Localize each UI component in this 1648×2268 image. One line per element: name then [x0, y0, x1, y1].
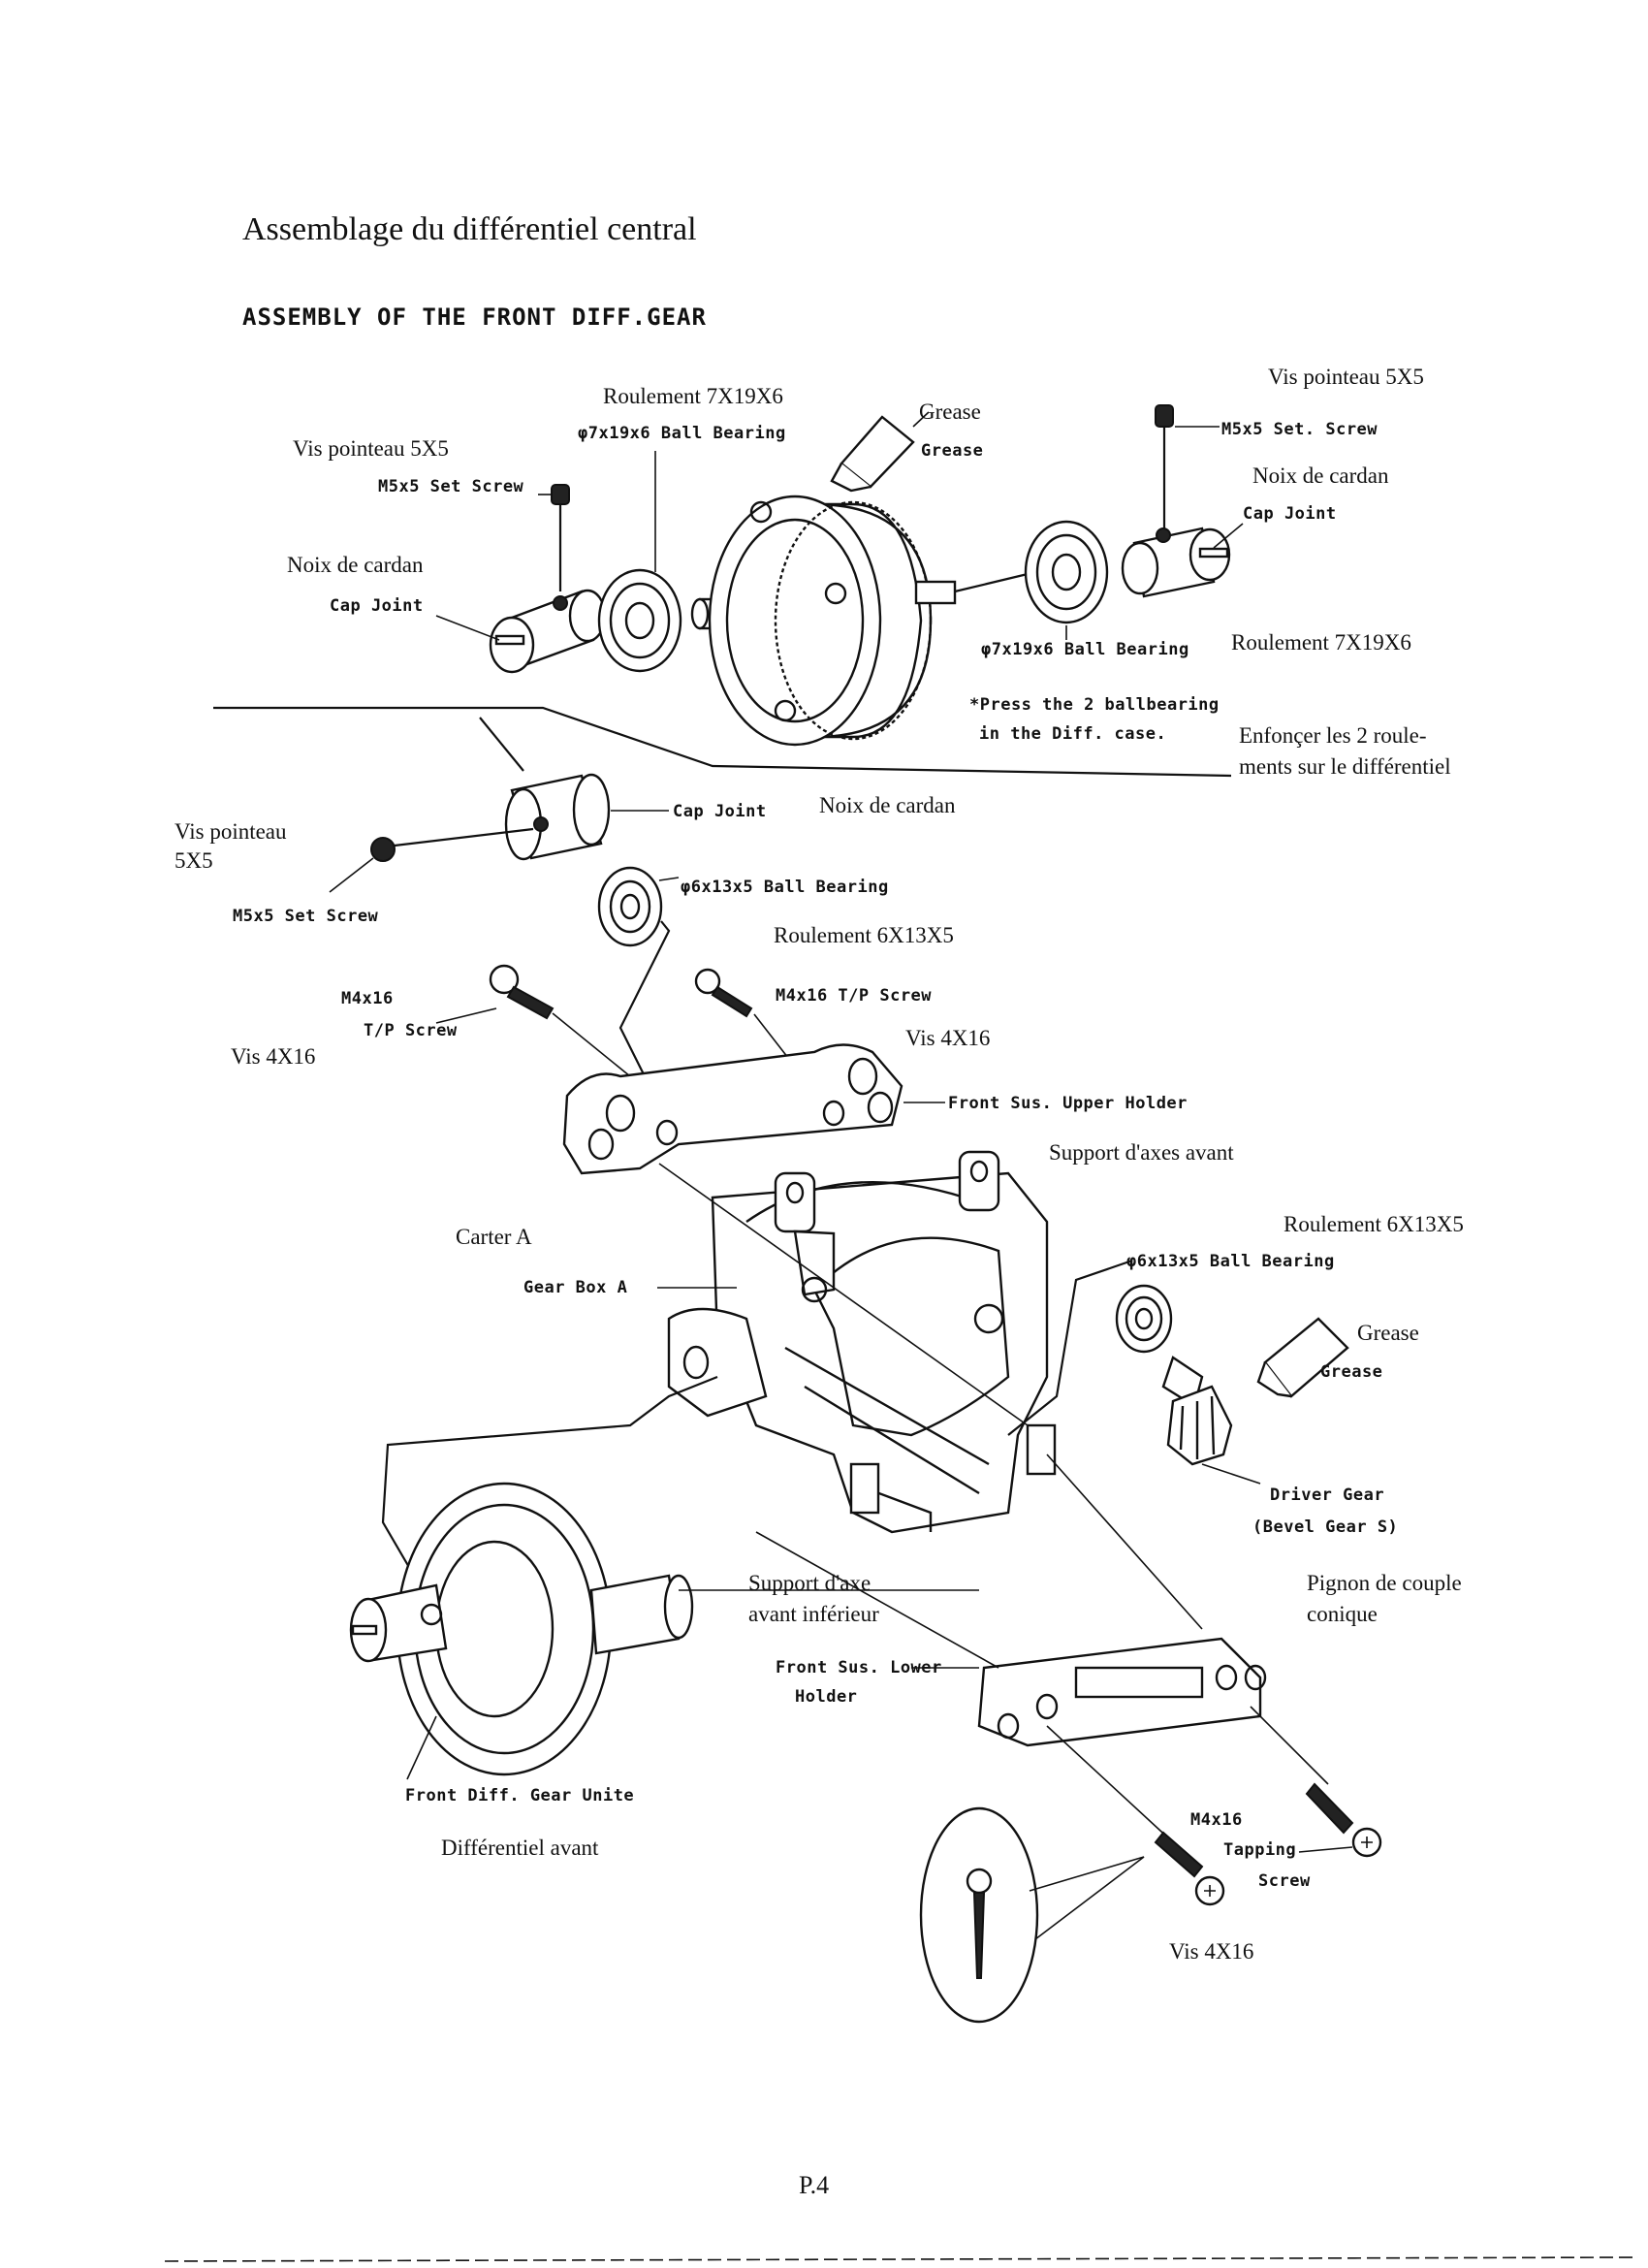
title-english: ASSEMBLY OF THE FRONT DIFF.GEAR: [242, 303, 707, 331]
label-lower-en-2: Holder: [795, 1687, 857, 1707]
label-grease-right-en: Grease: [1320, 1362, 1382, 1382]
assembly-line-lower: [755, 1531, 999, 1669]
label-bearing-top-fr: Roulement 7X19X6: [603, 384, 783, 408]
leader-grease-top: [912, 411, 930, 428]
label-bearing6-fr: Roulement 6X13X5: [774, 923, 954, 947]
set-screw-top-left: [551, 484, 570, 591]
label-m4-left-1: M4x16: [341, 989, 394, 1008]
label-enfoncer-2: ments sur le différentiel: [1239, 754, 1451, 779]
label-driver-gear-1: Driver Gear: [1270, 1485, 1384, 1505]
screw-magnified-callout: [919, 1806, 1145, 2024]
label-setscrew-left-fr-2: 5X5: [174, 848, 213, 873]
leader-capjoint-tr: [1213, 523, 1244, 549]
leader-diff-unit: [406, 1715, 437, 1780]
label-diff-unit-en: Front Diff. Gear Unite: [405, 1786, 634, 1805]
guide-line-bearing6b: [1007, 1259, 1133, 1436]
assembly-line-screw2: [1250, 1706, 1329, 1785]
leader-bearing6-mid: [658, 877, 680, 881]
front-sus-lower-holder: [977, 1637, 1267, 1747]
label-pignon-2: conique: [1307, 1602, 1378, 1626]
label-lower-en-1: Front Sus. Lower: [776, 1658, 942, 1677]
front-diff-gear-unit: [349, 1375, 718, 1776]
label-bearing-right-en: φ7x19x6 Ball Bearing: [981, 640, 1189, 659]
assembly-line-gb: [658, 1163, 1029, 1426]
title-french: Assemblage du différentiel central: [242, 211, 697, 247]
label-capjoint-tr-fr: Noix de cardan: [1252, 463, 1389, 488]
shaft-right-line: [954, 572, 1029, 593]
label-lower-fr-1: Support d'axe: [748, 1571, 871, 1595]
front-sus-upper-holder: [562, 1043, 903, 1175]
label-grease-right-fr: Grease: [1357, 1321, 1419, 1345]
set-screw-top-right: [1155, 404, 1174, 528]
leader-tapping: [1298, 1846, 1353, 1853]
label-press-note-1: *Press the 2 ballbearing: [969, 695, 1220, 715]
ball-bearing-left: [597, 568, 682, 673]
label-tapping-2: Tapping: [1223, 1840, 1296, 1860]
leader-m4-left: [435, 1007, 497, 1024]
label-press-note-2: in the Diff. case.: [979, 724, 1166, 744]
cap-joint-mid: [504, 773, 611, 861]
leader-setscrew-left: [329, 857, 374, 893]
ball-bearing-right: [1024, 520, 1109, 624]
grease-tube-top: [830, 415, 915, 493]
label-carter-fr: Carter A: [456, 1225, 532, 1249]
label-capjoint-mid-fr: Noix de cardan: [819, 793, 956, 817]
label-vis4-mid: Vis 4X16: [905, 1026, 990, 1050]
label-bearing-top-en: φ7x19x6 Ball Bearing: [578, 424, 786, 443]
mid-axis-line: [479, 717, 524, 772]
label-vis4-bottom: Vis 4X16: [1169, 1939, 1253, 1964]
label-m4-mid: M4x16 T/P Screw: [776, 986, 932, 1006]
assembly-line-screw1: [1046, 1725, 1174, 1843]
label-capjoint-tl-en: Cap Joint: [330, 596, 424, 616]
label-diff-unit-fr: Différentiel avant: [441, 1836, 599, 1860]
label-capjoint-tr-en: Cap Joint: [1243, 504, 1337, 524]
label-bearing-right-fr: Roulement 7X19X6: [1231, 630, 1411, 655]
assembly-line-lower-2: [1046, 1453, 1203, 1630]
tp-screw-left: [489, 964, 631, 1077]
page-bottom-rule: [164, 2256, 1639, 2262]
label-enfoncer-1: Enfonçer les 2 roule-: [1239, 723, 1427, 748]
ball-bearing-6-right: [1115, 1284, 1173, 1354]
label-bearing6b-en: φ6x13x5 Ball Bearing: [1126, 1252, 1335, 1271]
set-screw-mid-left: [370, 827, 534, 862]
tp-screw-mid: [694, 968, 796, 1068]
diff-gear-case: [708, 495, 957, 747]
ball-bearing-6-mid: [597, 866, 663, 947]
label-bearing6b-fr: Roulement 6X13X5: [1284, 1212, 1464, 1236]
label-capjoint-mid-en: Cap Joint: [673, 802, 767, 821]
label-gearbox-en: Gear Box A: [523, 1278, 627, 1297]
label-capjoint-tl-fr: Noix de cardan: [287, 553, 424, 577]
label-bearing6-en: φ6x13x5 Ball Bearing: [681, 878, 889, 897]
label-driver-gear-2: (Bevel Gear S): [1252, 1517, 1398, 1537]
label-vis4-left: Vis 4X16: [231, 1044, 315, 1069]
label-m4-left-2: T/P Screw: [364, 1021, 458, 1040]
label-tapping-1: M4x16: [1190, 1810, 1243, 1830]
label-tapping-3: Screw: [1258, 1871, 1311, 1891]
label-grease-top-en: Grease: [921, 441, 983, 461]
bevel-gear-driver: [1161, 1356, 1261, 1485]
label-lower-fr-2: avant inférieur: [748, 1602, 879, 1626]
label-upper-holder-fr: Support d'axes avant: [1049, 1140, 1234, 1165]
label-setscrew-tr-en: M5x5 Set. Screw: [1221, 420, 1378, 439]
label-setscrew-left-en: M5x5 Set Screw: [233, 907, 379, 926]
cap-joint-right: [1121, 527, 1231, 598]
section-divider: [213, 706, 1232, 778]
cap-joint-left: [489, 589, 607, 674]
label-setscrew-tr-fr: Vis pointeau 5X5: [1268, 365, 1424, 389]
label-setscrew-tl-fr: Vis pointeau 5X5: [293, 436, 449, 461]
label-upper-holder-en: Front Sus. Upper Holder: [948, 1094, 1188, 1113]
tapping-screw-1: [1154, 1831, 1225, 1906]
gear-box-a: [667, 1150, 1057, 1534]
leader-capjoint-tl: [435, 615, 500, 641]
label-pignon-1: Pignon de couple: [1307, 1571, 1462, 1595]
page-number: P.4: [799, 2171, 829, 2199]
tapping-screw-2: [1305, 1782, 1382, 1858]
label-setscrew-tl-en: M5x5 Set Screw: [378, 477, 524, 496]
guide-line-bearing6: [618, 920, 671, 1077]
grease-tube-right: [1256, 1317, 1349, 1398]
label-setscrew-left-fr-1: Vis pointeau: [174, 819, 287, 844]
label-grease-top-fr: Grease: [919, 399, 981, 424]
